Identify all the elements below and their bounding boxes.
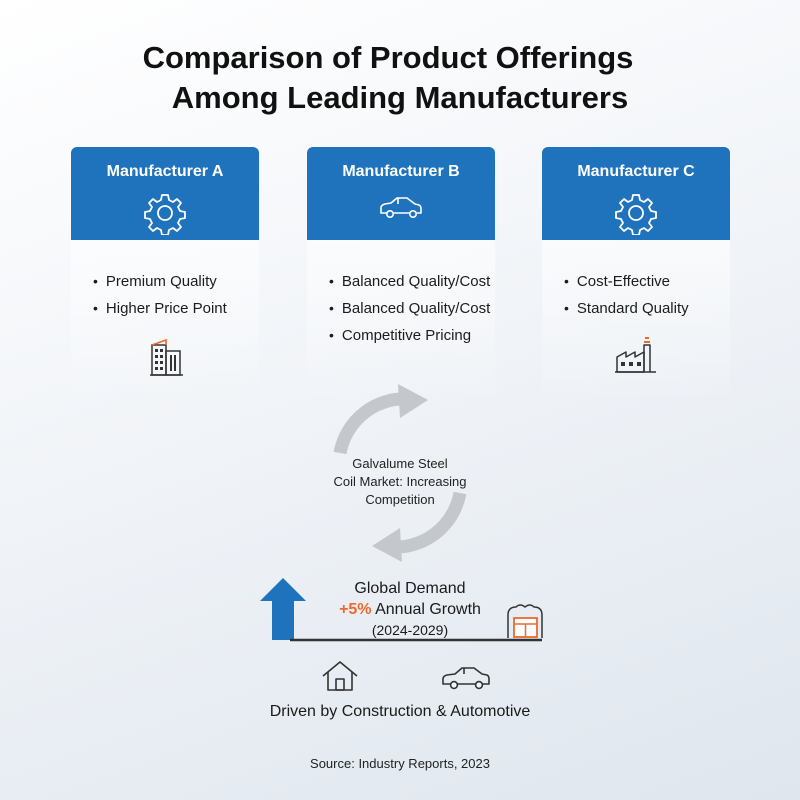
drivers-caption: Driven by Construction & Automotive	[269, 703, 531, 720]
list-item: Cost-Effective	[564, 268, 730, 295]
cycle-arrowhead-bottom	[372, 528, 402, 562]
manufacturer-a-card: Manufacturer A Premium Quality Higher Pr…	[71, 147, 259, 405]
list-item: Balanced Quality/Cost	[329, 295, 495, 322]
global-demand: Global Demand +5% Annual Growth (2024-20…	[320, 578, 500, 641]
manufacturer-b-name: Manufacturer B	[342, 163, 460, 180]
manufacturer-c-card: Manufacturer C Cost-Effective Standard Q…	[542, 147, 730, 405]
gear-icon	[615, 194, 657, 235]
baseline	[290, 638, 542, 642]
house-icon	[322, 661, 358, 691]
demand-title: Global Demand	[354, 580, 466, 597]
cycle-label-line-1: Galvalume Steel	[352, 456, 448, 471]
cycle-arrow-bottom	[389, 491, 467, 554]
page-title: Comparison of Product Offerings Among Le…	[0, 38, 800, 118]
growth-label: Annual Growth	[375, 601, 481, 618]
manufacturer-b-header: Manufacturer B	[307, 147, 495, 240]
manufacturer-c-name: Manufacturer C	[577, 163, 695, 180]
cycle-arrowhead-top	[398, 384, 428, 418]
manufacturer-b-card: Manufacturer B Balanced Quality/Cost Bal…	[307, 147, 495, 405]
cycle-arrows	[333, 384, 467, 562]
cycle-label-line-2: Coil Market: Increasing	[333, 474, 467, 489]
list-item: Competitive Pricing	[329, 322, 495, 349]
manufacturer-a-header: Manufacturer A	[71, 147, 259, 240]
gear-icon	[144, 194, 186, 235]
manufacturer-b-points: Balanced Quality/Cost Balanced Quality/C…	[307, 240, 495, 349]
factory-icon	[615, 337, 656, 373]
cycle-label: Galvalume Steel Coil Market: Increasing …	[320, 455, 480, 509]
list-item: Balanced Quality/Cost	[329, 268, 495, 295]
growth-years: (2024-2029)	[371, 622, 449, 638]
growth-value: +5%	[339, 601, 372, 618]
cycle-label-line-3: Competition	[365, 492, 435, 507]
office-building-icon	[150, 338, 183, 376]
car-icon	[442, 667, 490, 690]
manufacturer-c-header: Manufacturer C	[542, 147, 730, 240]
storefront-icon	[507, 604, 543, 638]
list-item: Higher Price Point	[93, 295, 259, 322]
list-item: Standard Quality	[564, 295, 730, 322]
car-icon	[380, 197, 422, 219]
manufacturer-a-points: Premium Quality Higher Price Point	[71, 240, 259, 322]
title-line-1: Comparison of Product Offerings	[142, 40, 634, 75]
list-item: Premium Quality	[93, 268, 259, 295]
manufacturer-a-name: Manufacturer A	[106, 163, 224, 180]
manufacturer-c-points: Cost-Effective Standard Quality	[542, 240, 730, 322]
title-line-2: Among Leading Manufacturers	[171, 80, 629, 115]
source-note: Source: Industry Reports, 2023	[310, 756, 490, 771]
cycle-arrow-top	[333, 392, 411, 455]
growth-up-arrow-icon	[260, 578, 306, 640]
